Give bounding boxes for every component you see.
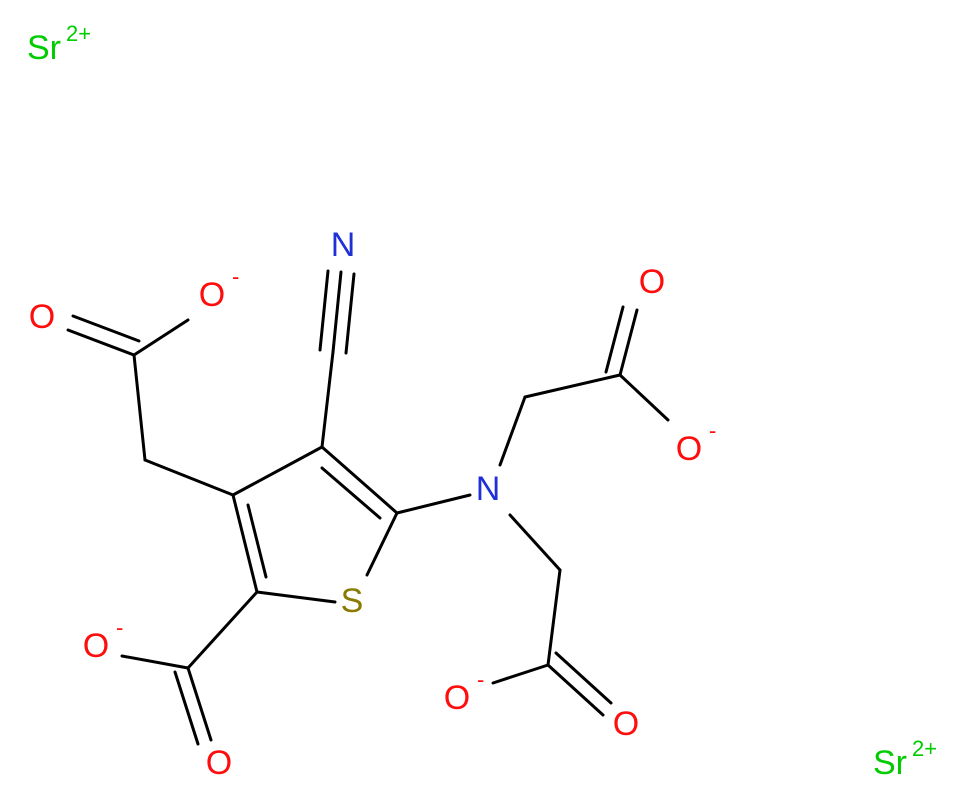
bond-ccarb-ocarb-lower-1 [546, 663, 605, 717]
bottom-right-anion-oxygen: O [444, 679, 470, 717]
left-anion-oxygen: O [199, 276, 225, 314]
ring-sulfur: S [341, 582, 364, 620]
bond-ccarb-oanion-bottom-left [120, 654, 190, 670]
bond-c5-n [395, 493, 472, 515]
bond-s-c2 [255, 590, 337, 604]
bond-c5-s [365, 511, 399, 577]
bond-ccarb-oanion-upper [618, 373, 670, 422]
bottom-left-anion-charge: - [116, 615, 123, 640]
bottom-left-anion-oxygen: O [83, 627, 109, 665]
bottom-left-carbonyl-oxygen: O [206, 744, 232, 782]
upper-right-anion-oxygen: O [676, 430, 702, 468]
bond-c2-c3-inner [246, 503, 268, 579]
bond-triple-1 [331, 270, 343, 354]
bond-ccarb-ocarb-left-2 [71, 314, 141, 343]
bond-ch2-ccarb-lower [546, 568, 562, 667]
bond-c4-cnitrile [320, 350, 335, 449]
sr-ion-bottom-charge: 2+ [912, 736, 937, 761]
bond-ccarb-ocarb-upper-1 [618, 308, 639, 377]
bond-n-ch2-upper [498, 395, 527, 467]
bond-c4-c5 [320, 445, 399, 515]
amine-nitrogen: N [476, 470, 501, 508]
sr-ion-bottom: Sr [873, 744, 907, 782]
bond-ccarb-ocarb-upper-2 [604, 305, 625, 374]
bond-ch2-ccarb-left [132, 353, 147, 462]
bond-ccarb-oanion-lower [491, 663, 550, 685]
left-anion-charge: - [232, 264, 239, 289]
bond-ccarb-ocarb-bottom-left-2 [173, 670, 200, 746]
bond-c4-c5-inner [320, 466, 382, 520]
bond-c3-c4 [231, 445, 324, 497]
upper-right-anion-charge: - [709, 418, 716, 443]
bonds [66, 269, 670, 746]
bond-ch2-ccarb-upper [523, 373, 622, 399]
bottom-right-carbonyl-oxygen: O [613, 705, 639, 743]
bond-c2-ccarb-bottom [186, 590, 259, 670]
upper-right-carbonyl-oxygen: O [639, 263, 665, 301]
bond-n-ch2-lower [508, 513, 562, 572]
bond-triple-3 [344, 272, 356, 355]
sr-ion-top: Sr [27, 29, 61, 67]
bond-ccarb-oanion-left [132, 318, 190, 357]
bond-c2-c3 [231, 493, 259, 594]
bond-triple-2 [318, 269, 330, 352]
bond-ccarb-ocarb-left-1 [66, 328, 136, 357]
bond-ccarb-ocarb-bottom-left-1 [186, 666, 213, 742]
left-carbonyl-oxygen: O [29, 298, 55, 336]
bottom-right-anion-charge: - [477, 667, 484, 692]
atom-labels: Sr 2+ Sr 2+ N N S O O - O O - O - O O - … [27, 21, 937, 782]
bond-c3-ch2 [143, 458, 235, 497]
bond-ccarb-ocarb-lower-2 [554, 651, 613, 705]
sr-ion-top-charge: 2+ [66, 21, 91, 46]
nitrile-nitrogen: N [331, 226, 356, 264]
